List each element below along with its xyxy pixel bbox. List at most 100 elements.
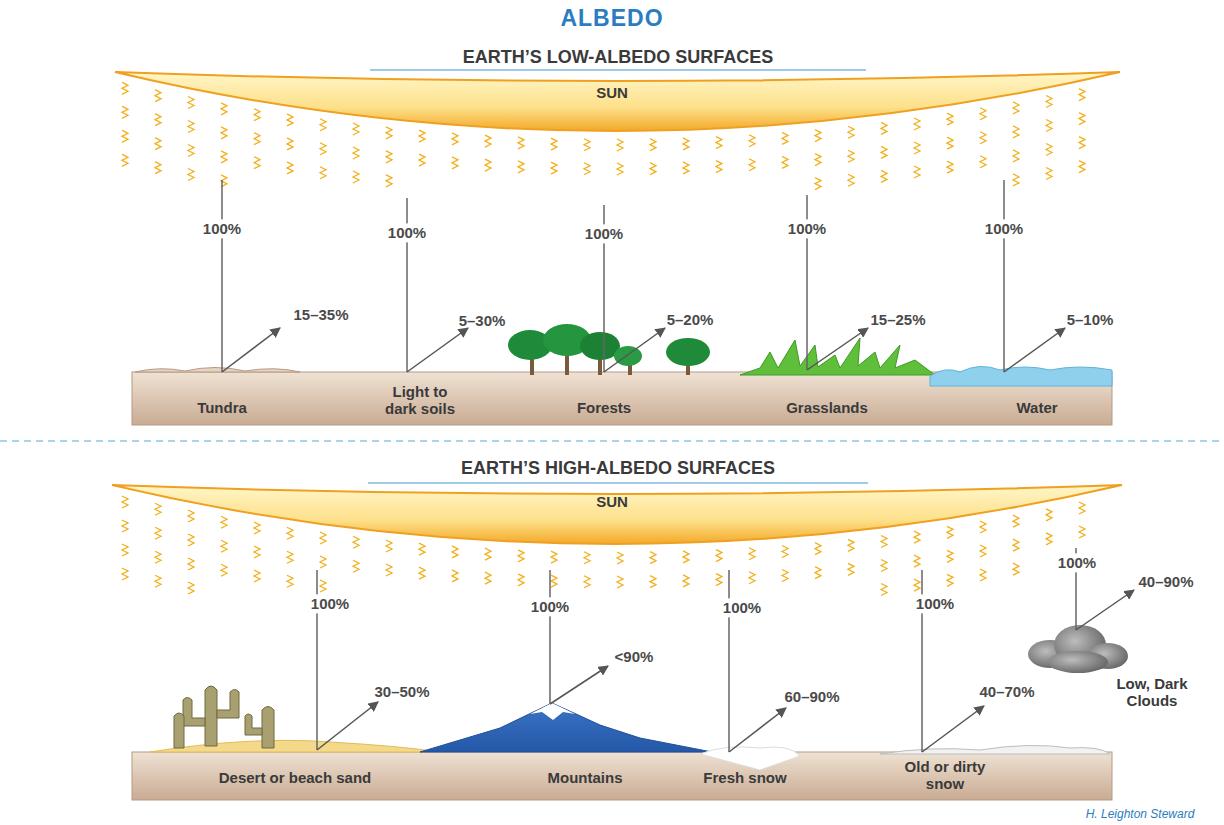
incoming-percent: 100% xyxy=(309,594,351,613)
sun-ray xyxy=(782,569,788,581)
incoming-percent: 100% xyxy=(786,219,828,238)
sun-ray xyxy=(419,543,425,555)
sun-ray xyxy=(155,138,161,150)
sun-ray xyxy=(188,582,194,594)
sun-ray xyxy=(980,132,986,144)
sun-ray xyxy=(1079,137,1085,149)
heading-underline xyxy=(368,482,868,484)
sun-ray xyxy=(617,163,623,175)
ground-bar xyxy=(132,752,1112,800)
sun-label: SUN xyxy=(596,493,628,510)
sun-ray xyxy=(947,113,953,125)
surface-label: Mountains xyxy=(548,769,623,786)
sun-ray xyxy=(419,130,425,142)
sun-ray xyxy=(188,510,194,522)
sun-ray xyxy=(122,496,128,508)
credit-line: H. Leighton Steward xyxy=(1086,808,1195,822)
sun-ray xyxy=(1046,143,1052,155)
water-surface xyxy=(930,366,1112,386)
sun-ray xyxy=(716,161,722,173)
sun-ray xyxy=(452,570,458,582)
sun-ray xyxy=(518,550,524,562)
sun-ray xyxy=(1079,89,1085,101)
sun-ray xyxy=(320,580,326,592)
sun-ray xyxy=(1013,563,1019,575)
incoming-percent: 100% xyxy=(721,598,763,617)
sun-ray xyxy=(782,545,788,557)
sun-ray xyxy=(122,106,128,118)
heading-underline xyxy=(370,69,866,71)
sun-ray xyxy=(881,146,887,158)
sun-rays xyxy=(122,82,1085,595)
reflected-percent: 40–70% xyxy=(979,683,1034,700)
sun-ray xyxy=(155,90,161,102)
sun-ray xyxy=(221,127,227,139)
sun-ray xyxy=(386,127,392,139)
sun-ray xyxy=(881,536,887,548)
sun-ray xyxy=(848,174,854,186)
sun-ray xyxy=(848,150,854,162)
sun-ray xyxy=(881,584,887,596)
sun-ray xyxy=(584,552,590,564)
sun-ray xyxy=(155,575,161,587)
sun-ray xyxy=(815,567,821,579)
cloud-label: Low, Dark Clouds xyxy=(1107,675,1197,710)
sun-ray xyxy=(386,564,392,576)
sun-ray xyxy=(320,532,326,544)
sun-ray xyxy=(815,543,821,555)
reflected-percent: 30–50% xyxy=(374,683,429,700)
sun-ray xyxy=(320,143,326,155)
sun-ray xyxy=(287,575,293,587)
snow-cap xyxy=(530,703,575,720)
sun-ray xyxy=(320,556,326,568)
reflected-percent: 15–35% xyxy=(293,306,348,323)
sun-ray xyxy=(947,526,953,538)
sun-ray xyxy=(914,579,920,591)
sun-ray xyxy=(485,572,491,584)
surface-label: Fresh snow xyxy=(703,769,786,786)
sun-ray xyxy=(584,576,590,588)
sun-ray xyxy=(518,161,524,173)
sun-ray xyxy=(1013,539,1019,551)
sun-ray xyxy=(122,154,128,166)
sun-ray xyxy=(287,138,293,150)
sun-ray xyxy=(1079,113,1085,125)
sun-ray xyxy=(947,574,953,586)
incoming-percent: 100% xyxy=(529,597,571,616)
fresh-snow xyxy=(700,747,800,770)
sun-ray xyxy=(353,171,359,183)
sun-ray xyxy=(551,162,557,174)
sun-ray xyxy=(815,154,821,166)
sun-ray xyxy=(518,574,524,586)
sun-ray xyxy=(815,130,821,142)
sun-ray xyxy=(353,536,359,548)
sun-ray xyxy=(683,162,689,174)
sun-ray xyxy=(749,548,755,560)
sun-ray xyxy=(485,159,491,171)
grassland xyxy=(740,338,935,375)
sun-ray xyxy=(914,531,920,543)
sun-shape xyxy=(115,72,1120,131)
sun-ray xyxy=(221,564,227,576)
sun-ray xyxy=(881,560,887,572)
sun-ray xyxy=(584,163,590,175)
sun-ray xyxy=(353,123,359,135)
sun-ray xyxy=(188,558,194,570)
sun-ray xyxy=(155,503,161,515)
sun-ray xyxy=(287,527,293,539)
sun-ray xyxy=(419,154,425,166)
sun-ray xyxy=(287,551,293,563)
sun-ray xyxy=(749,159,755,171)
reflected-percent: 5–30% xyxy=(459,312,506,329)
sun-ray xyxy=(1046,509,1052,521)
sun-ray xyxy=(650,552,656,564)
incoming-percent: 100% xyxy=(983,219,1025,238)
sun-ray xyxy=(155,527,161,539)
sun-ray xyxy=(947,550,953,562)
sun-ray xyxy=(155,114,161,126)
sun-ray xyxy=(188,120,194,132)
sun-ray xyxy=(188,96,194,108)
sun-ray xyxy=(914,142,920,154)
sun-ray xyxy=(1013,174,1019,186)
sun-ray xyxy=(551,138,557,150)
